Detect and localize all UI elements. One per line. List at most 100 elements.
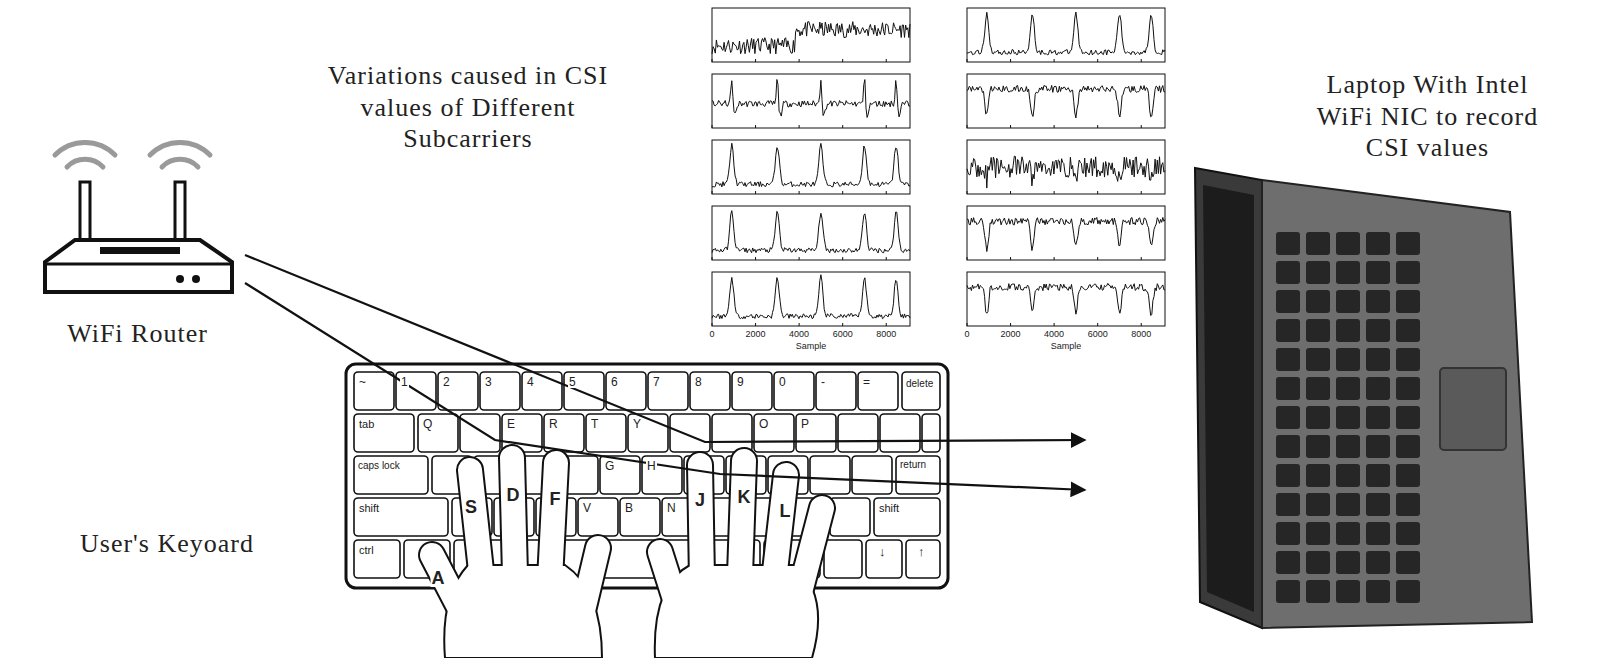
key-cap	[774, 372, 814, 410]
key-cap	[810, 456, 850, 494]
key-cap	[858, 372, 898, 410]
key-label: 1	[400, 376, 409, 388]
tick-mark	[967, 59, 968, 62]
laptop-key	[1276, 348, 1300, 371]
key-label: 6	[610, 376, 619, 388]
key-cap	[480, 372, 520, 410]
router-icon	[45, 142, 232, 292]
laptop-key	[1276, 464, 1300, 487]
finger-letter: F	[549, 490, 562, 508]
tick-mark	[712, 323, 713, 326]
axis-label: 2000	[745, 330, 767, 339]
csi-plots	[712, 8, 1165, 326]
laptop-key	[1336, 261, 1360, 284]
key-label: 0	[778, 376, 787, 388]
key-cap	[796, 414, 836, 452]
key-cap	[896, 456, 940, 494]
key-label: caps lock	[357, 461, 401, 471]
tick-mark	[842, 257, 843, 260]
csi-trace	[712, 275, 910, 319]
key-cap	[902, 372, 940, 410]
plot-frame	[967, 206, 1165, 260]
key-cap	[874, 498, 940, 536]
laptop-key	[1276, 290, 1300, 313]
finger-letter: K	[737, 488, 752, 506]
csi-trace	[967, 283, 1165, 315]
finger-letter: L	[779, 502, 792, 520]
plot-node: Variations caused in CSI values of Diffe…	[270, 0, 1170, 362]
key-label: H	[646, 460, 657, 472]
hands	[432, 458, 822, 658]
laptop-key	[1306, 522, 1330, 545]
csi-panel	[967, 272, 1165, 326]
key-cap	[838, 414, 878, 452]
tick-mark	[1010, 59, 1011, 62]
key-label: shift	[878, 503, 900, 514]
laptop-key	[1396, 319, 1420, 342]
tick-mark	[1097, 125, 1098, 128]
key-cap	[648, 372, 688, 410]
tick-mark	[712, 191, 713, 194]
key-label: B	[624, 502, 634, 514]
tick-mark	[967, 323, 968, 326]
laptop-key	[1366, 319, 1390, 342]
csi-panel	[712, 8, 910, 62]
axis-label: 8000	[1130, 330, 1152, 339]
key-label: 8	[694, 376, 703, 388]
tick-mark	[799, 257, 800, 260]
tick-mark	[712, 125, 713, 128]
key-cap	[712, 414, 752, 452]
tick-mark	[1097, 257, 1098, 260]
router-node: WiFi Router	[30, 140, 245, 355]
laptop-key	[1306, 232, 1330, 255]
key-label: 9	[736, 376, 745, 388]
key-cap	[816, 372, 856, 410]
key-cap	[354, 456, 428, 494]
finger-letter: D	[506, 486, 521, 504]
laptop-key	[1306, 551, 1330, 574]
axis-label: 4000	[788, 330, 810, 339]
laptop-key	[1396, 435, 1420, 458]
tick-mark	[1097, 323, 1098, 326]
key-cap	[544, 414, 584, 452]
laptop-key	[1336, 348, 1360, 371]
key-cap	[690, 372, 730, 410]
axis-label: 0	[963, 330, 970, 339]
key-label: tab	[358, 419, 375, 430]
csi-trace	[967, 217, 1165, 251]
node-label: Variations caused in CSI values of Diffe…	[323, 60, 613, 155]
axis-label: Sample	[795, 342, 828, 351]
key-label: shift	[358, 503, 380, 514]
key-cap	[922, 414, 940, 452]
key-label: ~	[358, 376, 367, 388]
key-cap	[852, 456, 892, 494]
tick-mark	[1010, 257, 1011, 260]
axis-label: 0	[708, 330, 715, 339]
laptop-key	[1276, 377, 1300, 400]
tick-mark	[967, 191, 968, 194]
laptop-key	[1276, 493, 1300, 516]
laptop-key	[1366, 522, 1390, 545]
laptop-key	[1336, 377, 1360, 400]
key-label: V	[582, 502, 592, 514]
csi-panel	[712, 140, 910, 194]
tick-mark	[1010, 191, 1011, 194]
csi-trace	[967, 156, 1165, 188]
laptop-key	[1276, 522, 1300, 545]
tick-mark	[842, 125, 843, 128]
tick-mark	[886, 59, 887, 62]
key-label: 7	[652, 376, 661, 388]
key-cap	[866, 540, 902, 578]
key-label: O	[758, 418, 769, 430]
csi-trace	[712, 22, 910, 54]
tick-mark	[967, 125, 968, 128]
laptop-key	[1366, 435, 1390, 458]
csi-trace	[712, 211, 910, 253]
laptop-key	[1396, 290, 1420, 313]
csi-trace	[712, 143, 910, 187]
laptop-key	[1306, 580, 1330, 603]
tick-mark	[1054, 323, 1055, 326]
plot-frame	[967, 74, 1165, 128]
laptop-key	[1306, 377, 1330, 400]
keyboard-node: User's Keyoard	[80, 362, 948, 602]
